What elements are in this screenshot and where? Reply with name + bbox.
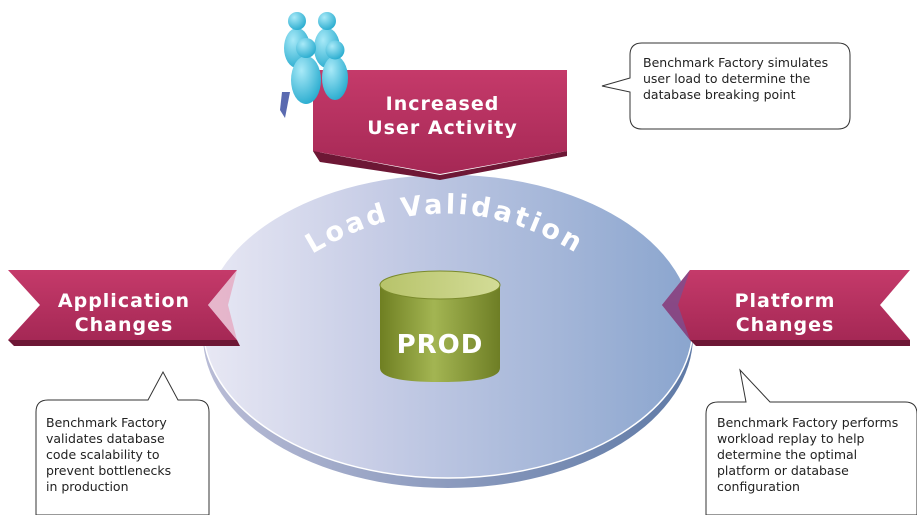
application-changes-banner — [8, 270, 240, 346]
callout-right-text: Benchmark Factory performs workload repl… — [717, 415, 913, 495]
callout-top-line: database breaking point — [643, 87, 796, 102]
platform-changes-banner — [662, 270, 910, 346]
callout-top-text: Benchmark Factory simulates user load to… — [643, 55, 848, 103]
callout-left-line: Benchmark Factory — [46, 415, 167, 430]
callout-top-line: Benchmark Factory simulates — [643, 55, 829, 70]
top-banner-line1: Increased — [385, 93, 500, 115]
right-banner-line1: Platform — [734, 290, 836, 312]
callout-left-text: Benchmark Factory validates database cod… — [46, 415, 206, 495]
callout-left-line: validates database — [46, 431, 165, 446]
callout-top-line: user load to determine the — [643, 71, 811, 86]
user-group-icon — [280, 12, 348, 118]
right-banner-text: Platform Changes — [690, 289, 880, 337]
callout-left-bubble — [35, 370, 210, 516]
callout-left-line: code scalability to — [46, 447, 160, 462]
left-banner-text: Application Changes — [40, 289, 208, 337]
callout-right-line: Benchmark Factory performs — [717, 415, 899, 430]
callout-right-line: workload replay to help — [717, 431, 865, 446]
callout-top-bubble — [601, 42, 851, 130]
right-banner-line2: Changes — [735, 314, 835, 336]
database-label: PROD — [396, 330, 484, 360]
callout-right-line: platform or database — [717, 463, 849, 478]
database-cylinder-icon — [379, 270, 501, 382]
callout-left-line: in production — [46, 479, 129, 494]
callout-left-line: prevent bottlenecks — [46, 463, 172, 478]
callout-right-line: determine the optimal — [717, 447, 858, 462]
top-banner-text: Increased User Activity — [320, 92, 565, 140]
left-banner-line2: Changes — [74, 314, 174, 336]
callout-right-line: configuration — [717, 479, 800, 494]
left-banner-line1: Application — [57, 290, 191, 312]
top-banner-line2: User Activity — [367, 117, 518, 139]
